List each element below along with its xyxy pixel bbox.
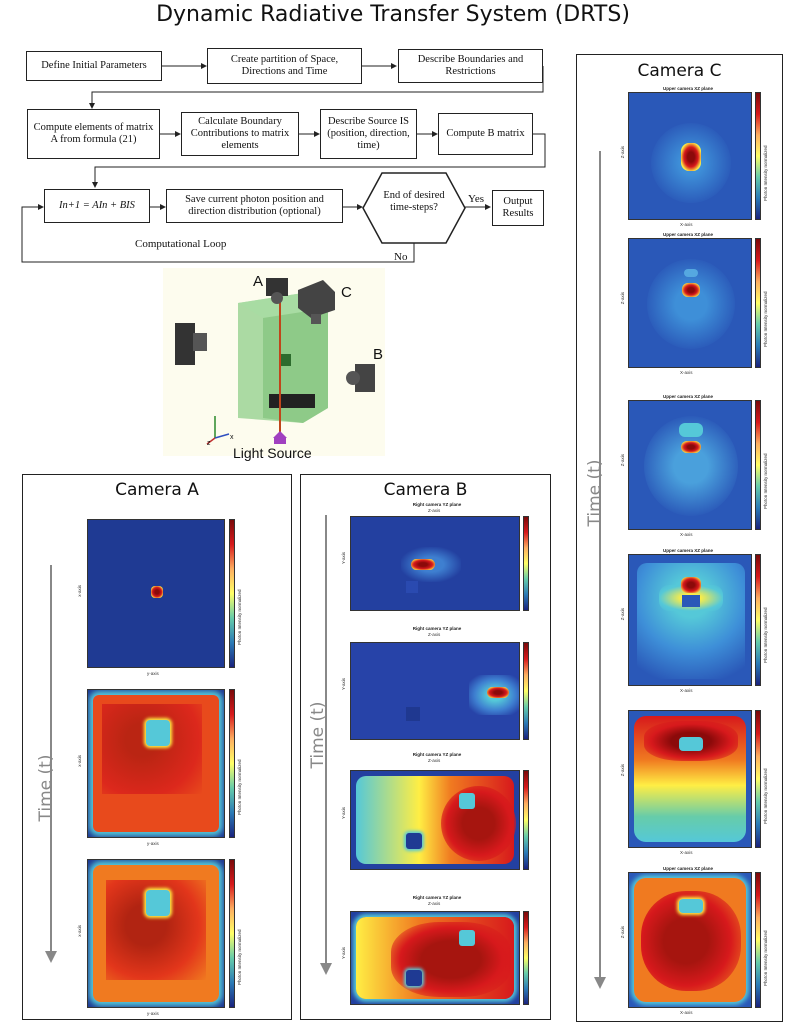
camera-a-ylabel-2: x-axis: [77, 755, 82, 767]
camera-a-colorbar-label-2: Photon Intensity normalized: [237, 759, 242, 815]
camera-a-plot-1: Photon Intensity normalized y-axis x-axi…: [75, 515, 245, 680]
camera-c-plot-title-3: Upper camera XZ plane: [662, 394, 714, 399]
camera-c-ylabel-3: Z-axis: [620, 454, 625, 467]
scene-3d: [163, 268, 385, 456]
camera-a-xlabel-1: y-axis: [147, 671, 159, 676]
camera-b-plot-title-3: Right camera YZ plane: [412, 752, 462, 757]
camera-a-model: [266, 278, 288, 304]
camera-c-xlabel-1: X-axis: [680, 222, 693, 227]
camera-c-model: [298, 280, 335, 324]
iteration-equation-box: In+1 = AIn + BIS: [44, 189, 150, 223]
scene-label-b: B: [373, 346, 384, 363]
camera-c-plot-4: Upper camera XZ plane Photon Intensity n…: [620, 548, 778, 698]
camera-c-xlabel-3: X-axis: [680, 532, 693, 537]
camera-left-model: [175, 323, 207, 365]
compute-matrix-a-box: Compute elements of matrix A from formul…: [27, 109, 160, 159]
camera-c-colorbar-label-6: Photon Intensity normalized: [763, 930, 768, 986]
camera-c-plot-3: Upper camera XZ plane Photon Intensity n…: [620, 394, 778, 540]
light-source-label: Light Source: [233, 445, 312, 461]
scene-label-a: A: [253, 273, 264, 290]
camera-c-plot-title-2: Upper camera XZ plane: [662, 232, 714, 237]
camera-c-plot-title-6: Upper camera XZ plane: [662, 866, 714, 871]
camera-b-top-axis-1: Z-axis: [428, 508, 441, 513]
camera-c-colorbar-label-4: Photon Intensity normalized: [763, 607, 768, 663]
output-results-box: Output Results: [492, 190, 544, 226]
compute-b-box: Compute B matrix: [438, 113, 533, 155]
create-partition-box: Create partition of Space, Directions an…: [207, 48, 362, 84]
camera-b-plot-3: Right camera YZ plane Z-axis Y-axis: [340, 752, 540, 878]
camera-c-colorbar-label-1: Photon Intensity normalized: [763, 145, 768, 201]
camera-b-top-axis-4: Z-axis: [428, 901, 441, 906]
camera-b-model: [346, 364, 375, 392]
camera-a-plot-3: Photon Intensity normalized y-axis x-axi…: [75, 855, 245, 1020]
camera-a-xlabel-3: y-axis: [147, 1011, 159, 1016]
camera-c-plot-title-4: Upper camera XZ plane: [662, 548, 714, 553]
camera-c-xlabel-5: X-axis: [680, 850, 693, 855]
camera-b-plot-title-1: Right camera YZ plane: [412, 502, 462, 507]
camera-b-ylabel-2: Y-axis: [341, 678, 346, 691]
boundary-contributions-box: Calculate Boundary Contributions to matr…: [181, 112, 299, 156]
camera-c-ylabel-1: Z-axis: [620, 146, 625, 159]
camera-b-title: Camera B: [383, 480, 468, 500]
camera-c-xlabel-6: X-axis: [680, 1010, 693, 1015]
define-parameters-box: Define Initial Parameters: [26, 51, 162, 81]
camera-c-ylabel-4: Z-axis: [620, 608, 625, 621]
camera-a-time-arrow: [45, 565, 57, 963]
camera-b-ylabel-4: Y-axis: [341, 947, 346, 960]
decision-hexagon: [362, 172, 466, 244]
page-title: Dynamic Radiative Transfer System (DRTS): [156, 2, 630, 27]
camera-c-plot-6: Upper camera XZ plane Photon Intensity n…: [620, 866, 778, 1022]
camera-c-title: Camera C: [637, 61, 722, 81]
camera-a-title: Camera A: [115, 480, 199, 500]
camera-c-time-arrow: [594, 151, 606, 989]
camera-c-ylabel-6: Z-axis: [620, 926, 625, 939]
camera-a-ylabel-1: x-axis: [77, 585, 82, 597]
camera-b-ylabel-1: Y-axis: [341, 552, 346, 565]
camera-c-plot-1: Upper camera XZ plane Photon Intensity n…: [620, 86, 778, 232]
decision-text: End of desired time-steps?: [383, 190, 445, 213]
axis-x-label: x: [230, 434, 234, 441]
camera-c-ylabel-2: Z-axis: [620, 292, 625, 305]
yes-label: Yes: [468, 193, 485, 205]
camera-c-ylabel-5: Z-axis: [620, 764, 625, 777]
camera-a-colorbar-label-1: Photon Intensity normalized: [237, 589, 242, 645]
camera-b-top-axis-3: Z-axis: [428, 758, 441, 763]
no-label: No: [394, 251, 408, 263]
camera-c-colorbar-label-5: Photon Intensity normalized: [763, 768, 768, 824]
camera-a-ylabel-3: x-axis: [77, 925, 82, 937]
describe-source-box: Describe Source IS (position, direction,…: [320, 109, 417, 159]
camera-a-plot-2: Photon Intensity normalized y-axis x-axi…: [75, 685, 245, 850]
camera-a-xlabel-2: y-axis: [147, 841, 159, 846]
camera-b-plot-1: Right camera YZ plane Z-axis Y-axis: [340, 502, 540, 622]
axis-z-label: z: [207, 440, 211, 447]
camera-c-colorbar-label-2: Photon Intensity normalized: [763, 291, 768, 347]
camera-c-plot-5: Photon Intensity normalized X-axis Z-axi…: [620, 704, 778, 860]
save-distribution-box: Save current photon position and directi…: [166, 189, 343, 223]
camera-c-xlabel-2: X-axis: [680, 370, 693, 375]
flowchart-connectors: [21, 63, 546, 263]
camera-b-time-arrow: [320, 515, 332, 975]
camera-b-ylabel-3: Y-axis: [341, 807, 346, 820]
camera-c-colorbar-label-3: Photon Intensity normalized: [763, 453, 768, 509]
camera-c-xlabel-4: X-axis: [680, 688, 693, 693]
camera-b-top-axis-2: Z-axis: [428, 632, 441, 637]
computational-loop-label: Computational Loop: [135, 238, 227, 250]
camera-b-plot-title-4: Right camera YZ plane: [412, 895, 462, 900]
camera-b-plot-title-2: Right camera YZ plane: [412, 626, 462, 631]
describe-boundaries-box: Describe Boundaries and Restrictions: [398, 49, 543, 83]
scene-label-c: C: [341, 284, 352, 301]
camera-c-plot-2: Upper camera XZ plane Photon Intensity n…: [620, 232, 778, 382]
camera-a-colorbar-label-3: Photon Intensity normalized: [237, 929, 242, 985]
camera-b-plot-4: Right camera YZ plane Z-axis Y-axis: [340, 895, 540, 1013]
camera-c-plot-title-1: Upper camera XZ plane: [662, 86, 714, 91]
camera-b-plot-2: Right camera YZ plane Z-axis Y-axis: [340, 626, 540, 748]
